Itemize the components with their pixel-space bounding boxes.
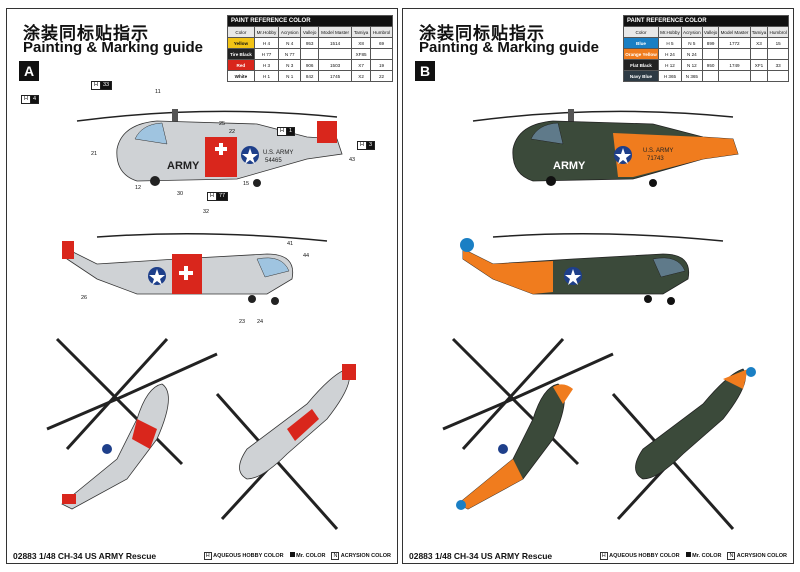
legend-item: ACRYSION COLOR: [736, 553, 787, 559]
part-number: 30: [177, 191, 184, 197]
variant-badge: A: [19, 61, 39, 81]
page-footer: 02883 1/48 CH-34 US ARMY Rescue H AQUEOU…: [7, 551, 397, 561]
part-number: 22: [229, 129, 236, 135]
part-number: 32: [203, 209, 210, 215]
table-cell: N 365: [680, 70, 703, 82]
page-title-english: Painting & Marking guide: [23, 39, 204, 56]
legend-item: AQUEOUS HOBBY COLOR: [609, 553, 680, 559]
table-row: Tire Black H 77 N 77 XF85: [227, 48, 393, 60]
helicopter-side-view-left: ARMY U.S. ARMY 54465: [76, 109, 343, 187]
helicopter-top-view: [442, 337, 614, 510]
instruction-page-b: 涂装同标贴指示 Painting & Marking guide B PAINT…: [402, 8, 794, 564]
part-number: 15: [243, 181, 250, 187]
color-legend: H AQUEOUS HOBBY COLOR Mr. COLOR N ACRYSI…: [599, 552, 787, 560]
legend-item: ACRYSION COLOR: [340, 553, 391, 559]
color-swatch: Navy Blue: [623, 70, 659, 82]
part-number: 43: [349, 157, 356, 163]
color-swatch: White: [227, 70, 255, 82]
page-title-chinese: 涂装同标贴指示: [419, 24, 545, 44]
part-number: 41: [287, 241, 294, 247]
table-cell: 1745: [317, 70, 353, 82]
table-cell: H 1: [253, 70, 280, 82]
helicopter-bottom-view: [611, 367, 756, 530]
helicopter-bottom-view: [215, 364, 356, 530]
table-row: White H 1 N 1 842 1745 X2 22: [227, 70, 393, 82]
part-number: 24: [257, 319, 264, 325]
us-army-marking: U.S. ARMY: [643, 148, 673, 154]
helicopter-illustrations-b: ARMY U.S. ARMY 71743: [442, 109, 756, 530]
army-marking: ARMY: [167, 160, 200, 172]
variant-badge: B: [415, 61, 435, 81]
serial-marking: 54465: [265, 158, 282, 164]
color-legend: H AQUEOUS HOBBY COLOR Mr. COLOR N ACRYSI…: [203, 552, 391, 560]
page-title-chinese: 涂装同标贴指示: [23, 24, 149, 44]
helicopter-side-view-right: [460, 233, 724, 305]
table-cell: H 365: [657, 70, 682, 82]
table-cell: [718, 70, 751, 82]
part-number: 23: [239, 319, 246, 325]
instruction-page-a: 涂装同标贴指示 Painting & Marking guide A PAINT…: [6, 8, 398, 564]
table-cell: N 5: [680, 37, 703, 49]
part-number: 11: [155, 89, 161, 95]
legend-item: Mr. COLOR: [692, 553, 722, 559]
table-row: Blue H 5 N 5 899 1772 X3 15: [623, 37, 789, 49]
paint-reference-table: PAINT REFERENCE COLOR Color Mr.Hobby Acr…: [227, 15, 393, 82]
part-number: 21: [91, 151, 98, 157]
legend-item: Mr. COLOR: [296, 553, 326, 559]
table-row: Navy Blue H 365 N 365: [623, 70, 789, 82]
page-title-english: Painting & Marking guide: [419, 39, 600, 56]
model-name: 02883 1/48 CH-34 US ARMY Rescue: [409, 551, 553, 561]
model-name: 02883 1/48 CH-34 US ARMY Rescue: [13, 551, 157, 561]
us-army-marking: U.S. ARMY: [263, 150, 293, 156]
table-row: Red H 3 N 3 906 1503 X7 19: [227, 59, 393, 71]
table-cell: 22: [370, 70, 393, 82]
part-number: 25: [219, 121, 226, 127]
table-cell: X2: [351, 70, 372, 82]
helicopter-side-view-left: ARMY U.S. ARMY 71743: [472, 109, 739, 187]
table-cell: N 4: [278, 37, 302, 49]
table-cell: [767, 70, 789, 82]
helicopter-top-view: [46, 337, 218, 510]
table-header-row: Color Mr.Hobby Acrysion Vallejo Model Ma…: [623, 26, 789, 38]
page-footer: 02883 1/48 CH-34 US ARMY Rescue H AQUEOU…: [403, 551, 793, 561]
table-cell: N 1: [278, 70, 302, 82]
table-cell: 842: [300, 70, 319, 82]
helicopter-side-view-right: [62, 233, 328, 305]
part-number: 12: [135, 185, 142, 191]
legend-item: AQUEOUS HOBBY COLOR: [213, 553, 284, 559]
paint-reference-table: PAINT REFERENCE COLOR Color Mr.Hobby Acr…: [623, 15, 789, 82]
table-cell: [749, 70, 769, 82]
helicopter-illustrations-a: ARMY U.S. ARMY 54465: [46, 109, 356, 530]
part-number: 26: [81, 295, 88, 301]
serial-marking: 71743: [647, 156, 664, 162]
table-row: Yellow H 4 N 4 953 1514 X8 69: [227, 37, 393, 49]
army-marking: ARMY: [553, 160, 586, 172]
part-number: 44: [303, 253, 310, 259]
